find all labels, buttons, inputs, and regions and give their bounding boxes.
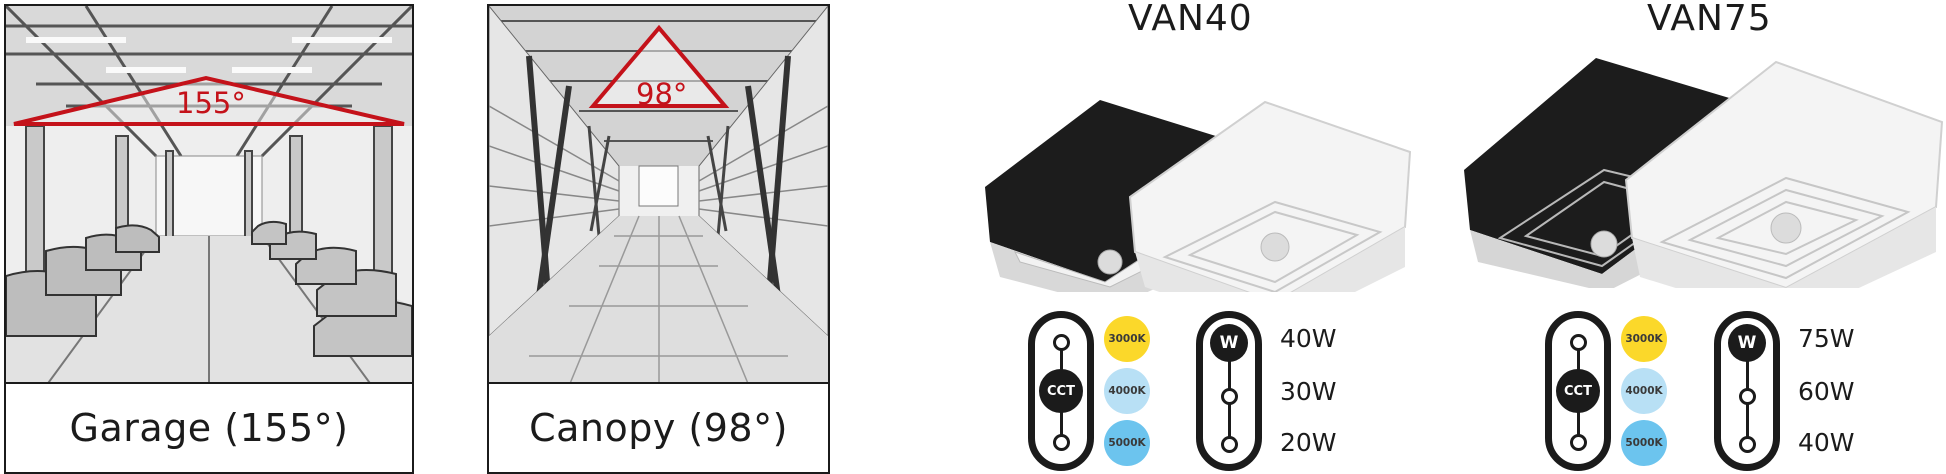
watt-badge: W — [1728, 324, 1766, 362]
cct-5000k-dot: 5000K — [1621, 420, 1667, 466]
parking-garage-illustration — [6, 6, 412, 386]
cct-4000k-dot: 4000K — [1621, 368, 1667, 414]
van40-fixture-image — [985, 100, 1412, 292]
cct-3000k-dot: 3000K — [1104, 316, 1150, 362]
cct-4000k-dot: 4000K — [1104, 368, 1150, 414]
covered-walkway-illustration — [489, 6, 828, 386]
van75-fixture-image — [1464, 58, 1944, 288]
garage-panel: 155° Garage (155°) — [4, 4, 414, 474]
cct-badge: CCT — [1039, 369, 1083, 413]
cct-badge: CCT — [1556, 369, 1600, 413]
cct-5000k-dot: 5000K — [1104, 420, 1150, 466]
wattage-option: 30W — [1280, 377, 1337, 406]
wattage-option: 60W — [1798, 377, 1855, 406]
beam-angle-label: 155° — [176, 86, 246, 120]
cct-selector-icon: CCT — [1028, 311, 1094, 471]
wattage-option: 40W — [1280, 324, 1337, 353]
product-model-title: VAN75 — [1647, 0, 1772, 39]
wattage-option: 40W — [1798, 428, 1855, 457]
wattage-option: 20W — [1280, 428, 1337, 457]
wattage-selector-icon: W — [1714, 311, 1780, 471]
wattage-option: 75W — [1798, 324, 1855, 353]
panel-caption: Canopy (98°) — [489, 382, 828, 472]
watt-badge: W — [1210, 324, 1248, 362]
panel-caption: Garage (155°) — [6, 382, 412, 472]
cct-selector-icon: CCT — [1545, 311, 1611, 471]
canopy-panel: 98° Canopy (98°) — [487, 4, 830, 474]
wattage-selector-icon: W — [1196, 311, 1262, 471]
cct-3000k-dot: 3000K — [1621, 316, 1667, 362]
beam-angle-label: 98° — [636, 77, 688, 111]
product-model-title: VAN40 — [1128, 0, 1253, 39]
